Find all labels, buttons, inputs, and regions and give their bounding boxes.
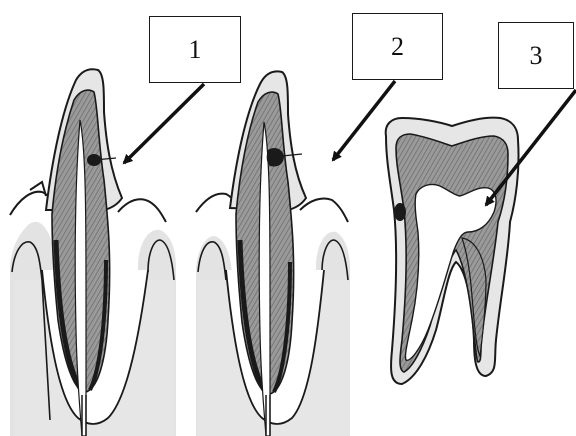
tooth-2 — [196, 71, 350, 436]
tooth-1 — [10, 69, 176, 436]
tooth-3 — [386, 118, 519, 384]
arrow-1 — [124, 84, 204, 163]
label-box-2: 2 — [352, 13, 443, 80]
label-1-text: 1 — [189, 35, 202, 65]
caries-spot-3 — [394, 203, 406, 221]
label-3-text: 3 — [530, 41, 543, 71]
label-2-text: 2 — [391, 32, 404, 62]
label-box-1: 1 — [149, 16, 241, 83]
label-box-3: 3 — [498, 22, 574, 89]
